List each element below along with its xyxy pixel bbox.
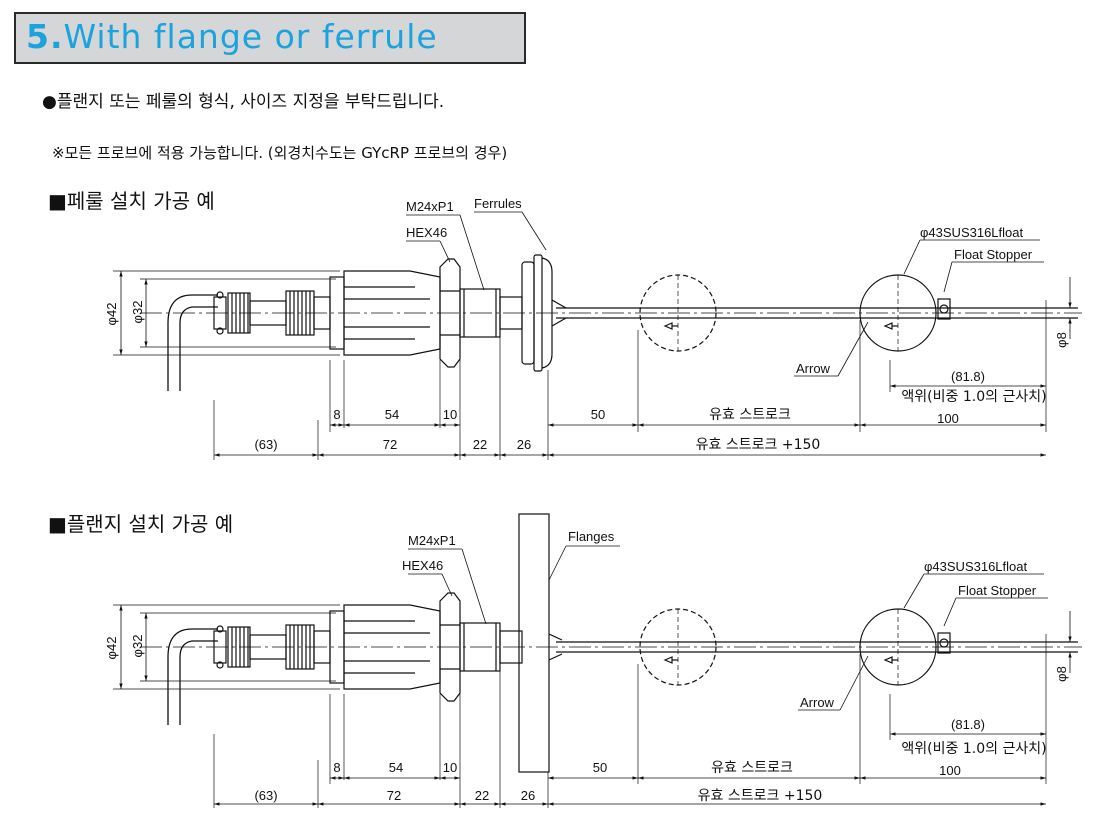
ferrule-part-label: Ferrules <box>474 196 522 211</box>
flange-dim-liquid81: (81.8) <box>951 717 985 732</box>
flange-dim-b22: 22 <box>475 788 489 803</box>
flange-section-title: ■플랜지 설치 가공 예 <box>48 512 233 536</box>
ferrule-dim-a10: 10 <box>443 407 457 422</box>
ferrule-dim-c50: 50 <box>591 407 605 422</box>
ferrule-dim-a54: 54 <box>385 407 399 422</box>
ferrule-dim-d42: φ42 <box>104 303 119 326</box>
ferrule-dim-b63: (63) <box>254 437 277 452</box>
ferrule-dim-d8: φ8 <box>1054 332 1069 348</box>
ferrule-dim-c100: 100 <box>937 411 959 426</box>
section-number: 5. <box>26 17 64 56</box>
ferrule-dim-d32: φ32 <box>130 301 145 324</box>
header-box: 5.With flange or ferrule <box>14 12 526 64</box>
ferrule-dim-liquid81: (81.8) <box>951 369 985 384</box>
flange-float-label: φ43SUS316Lfloat <box>924 559 1027 574</box>
ferrule-hex-label: HEX46 <box>406 225 447 240</box>
section-title: With flange or ferrule <box>63 17 438 56</box>
ferrule-arrow-label: Arrow <box>796 361 831 376</box>
ferrule-dim-a8: 8 <box>333 407 340 422</box>
flange-part-label: Flanges <box>568 529 615 544</box>
flange-dim-d32: φ32 <box>130 635 145 658</box>
ferrule-part <box>521 254 567 372</box>
flange-thread-label: M24xP1 <box>408 533 456 548</box>
flange-dim-liquid-note: 액위(비중 1.0의 근사치) <box>901 741 1046 757</box>
flange-dim-stroke: 유효 스트로크 <box>711 760 793 776</box>
flange-dim-d42: φ42 <box>104 637 119 660</box>
flange-dim-stroke150: 유효 스트로크 +150 <box>698 788 823 804</box>
ferrule-dim-b26: 26 <box>517 437 531 452</box>
flange-dim-c100: 100 <box>939 763 961 778</box>
flange-dim-c50: 50 <box>593 760 607 775</box>
ferrule-dim-stroke150: 유효 스트로크 +150 <box>696 437 821 453</box>
flange-dim-a8: 8 <box>333 760 340 775</box>
flange-dim-b26: 26 <box>521 788 535 803</box>
flange-dim-d8: φ8 <box>1054 666 1069 682</box>
flange-section: ■플랜지 설치 가공 예 M24xP1 HEX46 Flanges φ43SUS… <box>48 512 1082 808</box>
ferrule-thread-label: M24xP1 <box>406 199 454 214</box>
flange-stopper-label: Float Stopper <box>958 583 1037 598</box>
flange-arrow-label: Arrow <box>800 695 835 710</box>
ferrule-section: ■페룰 설치 가공 예 M24xP1 HEX46 Ferrules φ43SUS… <box>48 189 1082 460</box>
ferrule-stopper-label: Float Stopper <box>954 247 1033 262</box>
flange-dim-b72: 72 <box>387 788 401 803</box>
flange-dim-b63: (63) <box>254 788 277 803</box>
note-main: ●플랜지 또는 페룰의 형식, 사이즈 지정을 부탁드립니다. <box>42 92 445 112</box>
ferrule-dim-stroke: 유효 스트로크 <box>709 407 791 423</box>
flange-part <box>518 513 563 773</box>
flange-dim-a10: 10 <box>443 760 457 775</box>
note-sub: ※모든 프로브에 적용 가능합니다. (외경치수도는 GYcRP 프로브의 경우… <box>52 144 508 162</box>
flange-dim-a54: 54 <box>389 760 403 775</box>
flange-hex-label: HEX46 <box>402 558 443 573</box>
ferrule-section-title: ■페룰 설치 가공 예 <box>48 189 215 213</box>
page-title: 5.With flange or ferrule <box>26 17 438 56</box>
ferrule-float-label: φ43SUS316Lfloat <box>920 225 1023 240</box>
ferrule-dim-b22: 22 <box>473 437 487 452</box>
ferrule-dim-liquid-note: 액위(비중 1.0의 근사치) <box>901 389 1046 405</box>
ferrule-dim-b72: 72 <box>383 437 397 452</box>
